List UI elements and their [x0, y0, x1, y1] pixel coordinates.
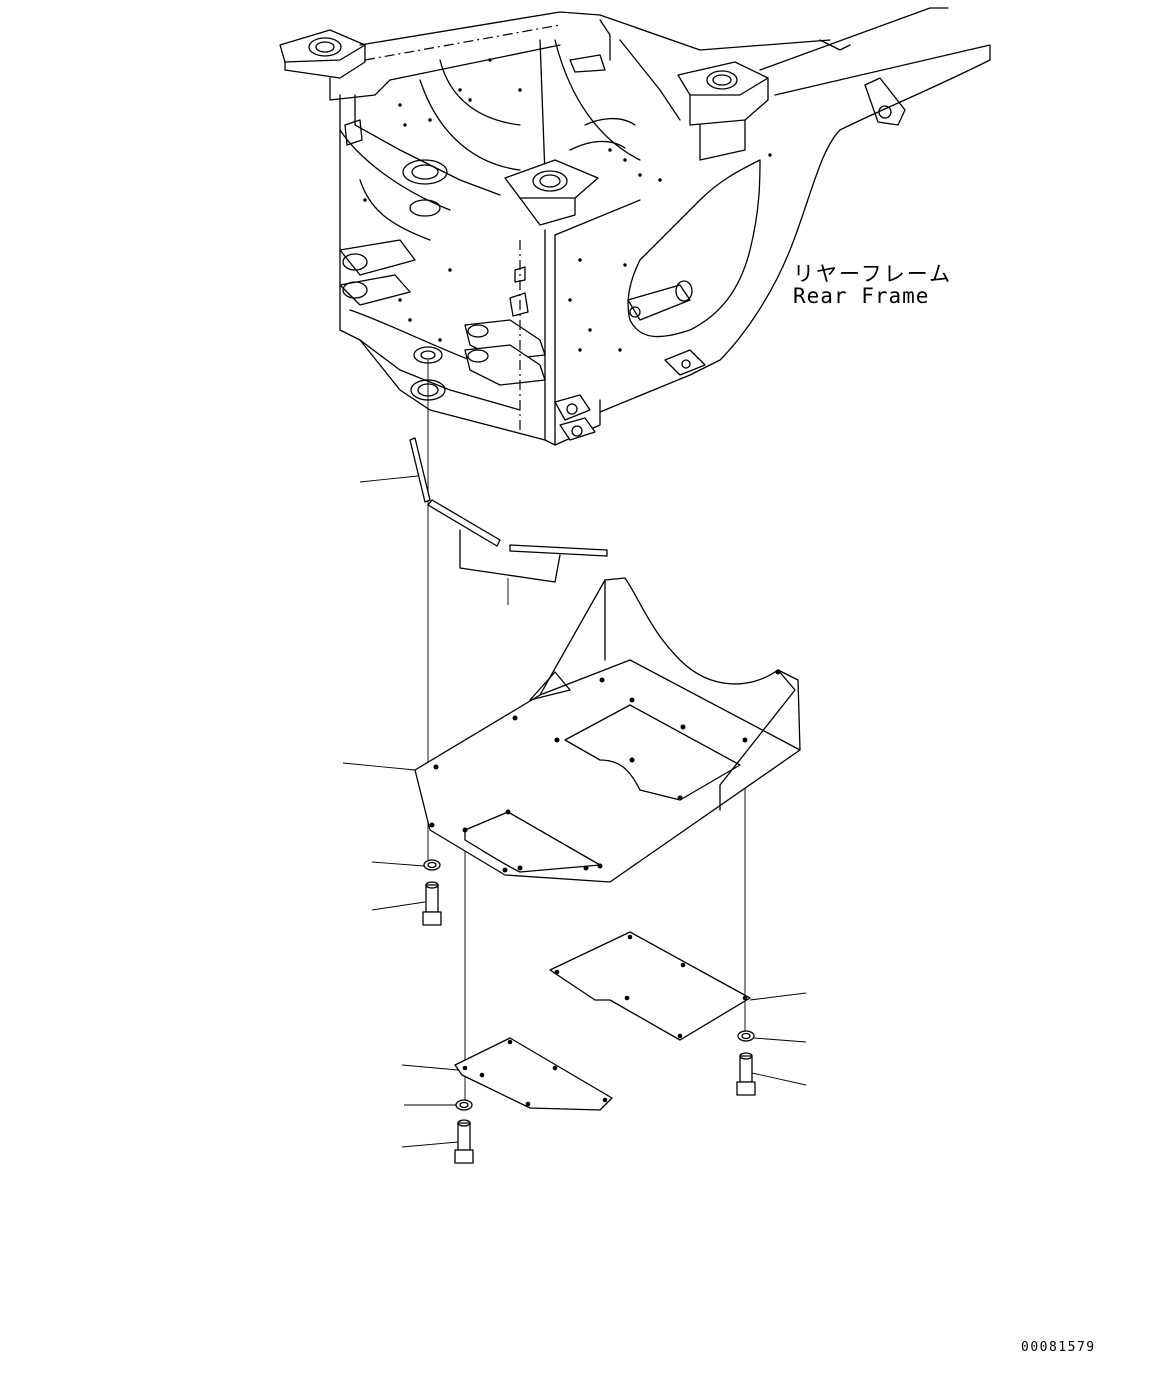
fasteners: [422, 859, 756, 1164]
access-cover-right: [549, 931, 751, 1041]
rear-frame-label-jp: リヤーフレーム: [793, 262, 953, 286]
rear-frame: [279, 7, 991, 446]
document-number: 00081579: [1021, 1340, 1096, 1355]
seal-strips: [409, 437, 608, 583]
rear-frame-label-en: Rear Frame: [793, 284, 930, 308]
access-cover-left: [454, 1037, 613, 1111]
callout-leaders: [342, 475, 807, 1148]
main-under-cover: [414, 577, 801, 883]
